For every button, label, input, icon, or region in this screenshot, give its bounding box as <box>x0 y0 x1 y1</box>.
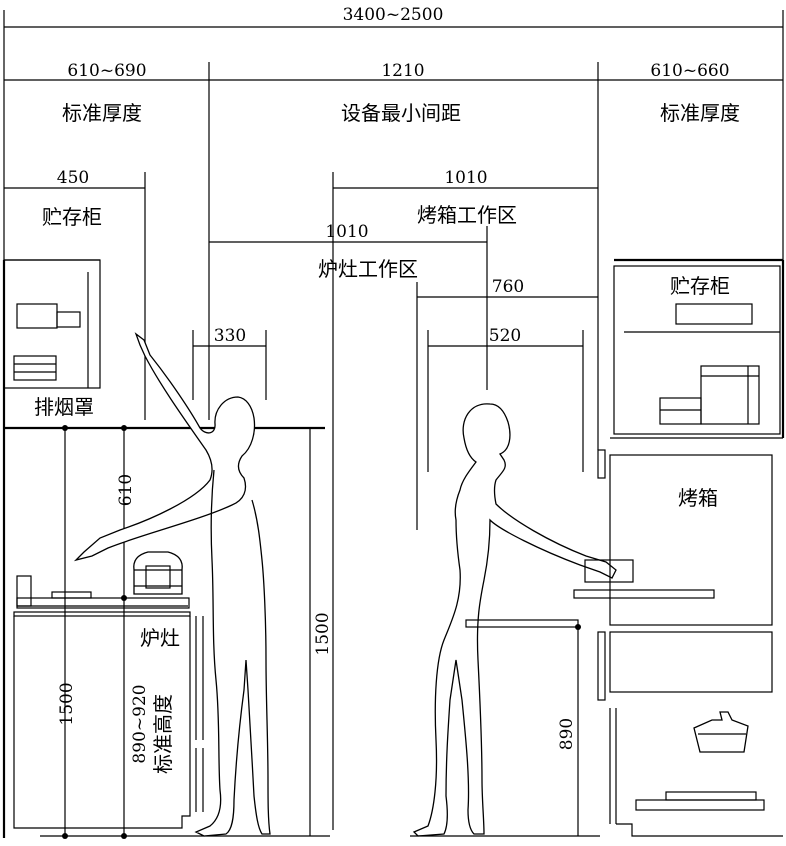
dim-height-1500-left: 1500 <box>57 682 77 725</box>
wall-storage-cabinet-left <box>3 259 101 389</box>
label-min-clearance: 设备最小间距 <box>341 101 461 125</box>
wall-storage-cabinet-right <box>613 265 781 435</box>
label-oven: 烤箱 <box>678 486 718 510</box>
label-left-standard-depth: 标准厚度 <box>62 101 142 125</box>
right-equipment <box>573 258 785 837</box>
dim-storage-left: 450 <box>57 168 89 188</box>
label-stove: 炉灶 <box>140 626 180 650</box>
label-standard-height: 标准高度 <box>151 694 175 774</box>
label-oven-work-area: 烤箱工作区 <box>417 203 517 227</box>
dim-total-width: 3400~2500 <box>343 5 444 25</box>
pan-icon <box>693 711 749 753</box>
dim-reach-760: 760 <box>492 277 524 297</box>
dim-right-depth: 610~660 <box>650 61 729 81</box>
dim-stove-zone: 1010 <box>325 222 368 242</box>
dim-reach-330: 330 <box>214 326 246 346</box>
label-range-hood: 排烟罩 <box>34 395 94 419</box>
left-vertical-dimensions <box>40 425 330 839</box>
label-stove-work-area: 炉灶工作区 <box>318 257 418 281</box>
dim-height-1500-mid: 1500 <box>313 612 333 655</box>
oven-box <box>609 454 773 626</box>
label-right-standard-depth: 标准厚度 <box>660 101 740 125</box>
label-storage-cabinet-left: 贮存柜 <box>42 205 102 229</box>
left-equipment <box>2 259 325 838</box>
dim-reach-520: 520 <box>489 326 521 346</box>
oven-tray <box>584 559 634 583</box>
dimension-lines-top <box>3 10 784 830</box>
dim-oven-zone: 1010 <box>444 168 487 188</box>
human-figure-stove <box>73 332 271 837</box>
middle-counter <box>410 619 600 837</box>
dim-counter-height: 890~920 <box>130 684 150 763</box>
dim-left-depth: 610~690 <box>67 61 146 81</box>
human-figure-oven <box>412 403 617 837</box>
dim-hood-610: 610 <box>116 474 136 506</box>
dim-clearance: 1210 <box>381 61 424 81</box>
dim-counter-890: 890 <box>557 718 577 750</box>
label-storage-cabinet-right: 贮存柜 <box>670 274 730 298</box>
